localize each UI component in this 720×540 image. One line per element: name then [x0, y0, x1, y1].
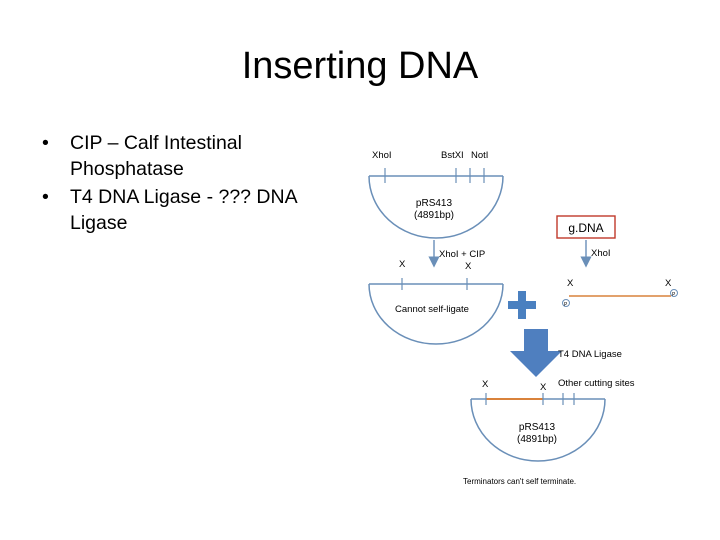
footnote: Terminators can't self terminate. [463, 477, 576, 486]
label-other-sites: Other cutting sites [558, 378, 635, 389]
plasmid-size-recomb: (4891bp) [517, 434, 557, 445]
plasmid-top: XhoI BstXI NotI pRS413 (4891bp) [368, 150, 504, 239]
recomb-arc [470, 398, 606, 462]
phosphate-right-icon [670, 289, 678, 297]
gdna-cut-right: X [665, 278, 672, 289]
bullet-item: • CIP – Calf Intestinal Phosphatase [42, 130, 342, 182]
recomb-cut-left: X [482, 379, 489, 390]
label-gdna-xhoi: XhoI [591, 248, 611, 259]
label-cannot-self-ligate: Cannot self-ligate [395, 304, 469, 315]
cut-marker-right: X [465, 261, 472, 272]
plasmid-recombinant: X X Other cutting sites pRS413 (4891bp) [470, 378, 635, 462]
plasmid-top-arc [368, 175, 504, 239]
bullet-dot: • [42, 186, 49, 208]
plus-horizontal [508, 301, 536, 309]
cut-marker-left: X [399, 259, 406, 270]
recomb-cut-right: X [540, 382, 547, 393]
bullet-text-ligase: T4 DNA Ligase - ??? DNA Ligase [70, 186, 297, 234]
plus-icon [508, 291, 536, 319]
label-xhoi-cip: XhoI + CIP [439, 249, 485, 260]
bullet-dot: • [42, 132, 49, 154]
plasmid-cut: X X Cannot self-ligate [368, 259, 504, 345]
bullet-text-cip: CIP – Calf Intestinal Phosphatase [70, 132, 242, 180]
phosphate-left-icon [562, 299, 570, 307]
label-bstxi: BstXI [441, 150, 464, 161]
plasmid-size-top: (4891bp) [414, 210, 454, 221]
gdna-cut-left: X [567, 278, 574, 289]
label-xhoi: XhoI [372, 150, 392, 161]
big-down-arrow-icon [510, 329, 562, 377]
gdna-fragment: g.DNA XhoI X X P P [556, 215, 678, 308]
slide-title: Inserting DNA [241, 45, 479, 87]
gdna-box [556, 215, 616, 239]
plasmid-name-recomb: pRS413 [519, 422, 556, 433]
plasmid-name-top: pRS413 [416, 198, 453, 209]
label-gdna: g.DNA [568, 221, 603, 235]
phosphate-left-label: P [564, 302, 568, 308]
label-t4-ligase: T4 DNA Ligase [558, 349, 622, 360]
phosphate-right-label: P [672, 292, 676, 298]
ligation-arrow: T4 DNA Ligase [510, 329, 622, 377]
step-xhoi-cip: XhoI + CIP [428, 240, 485, 268]
bullet-item: • T4 DNA Ligase - ??? DNA Ligase [42, 184, 342, 236]
bullet-list: • CIP – Calf Intestinal Phosphatase • T4 D… [42, 130, 342, 238]
plasmid-cut-arc [368, 283, 504, 345]
label-noti: NotI [471, 150, 488, 161]
